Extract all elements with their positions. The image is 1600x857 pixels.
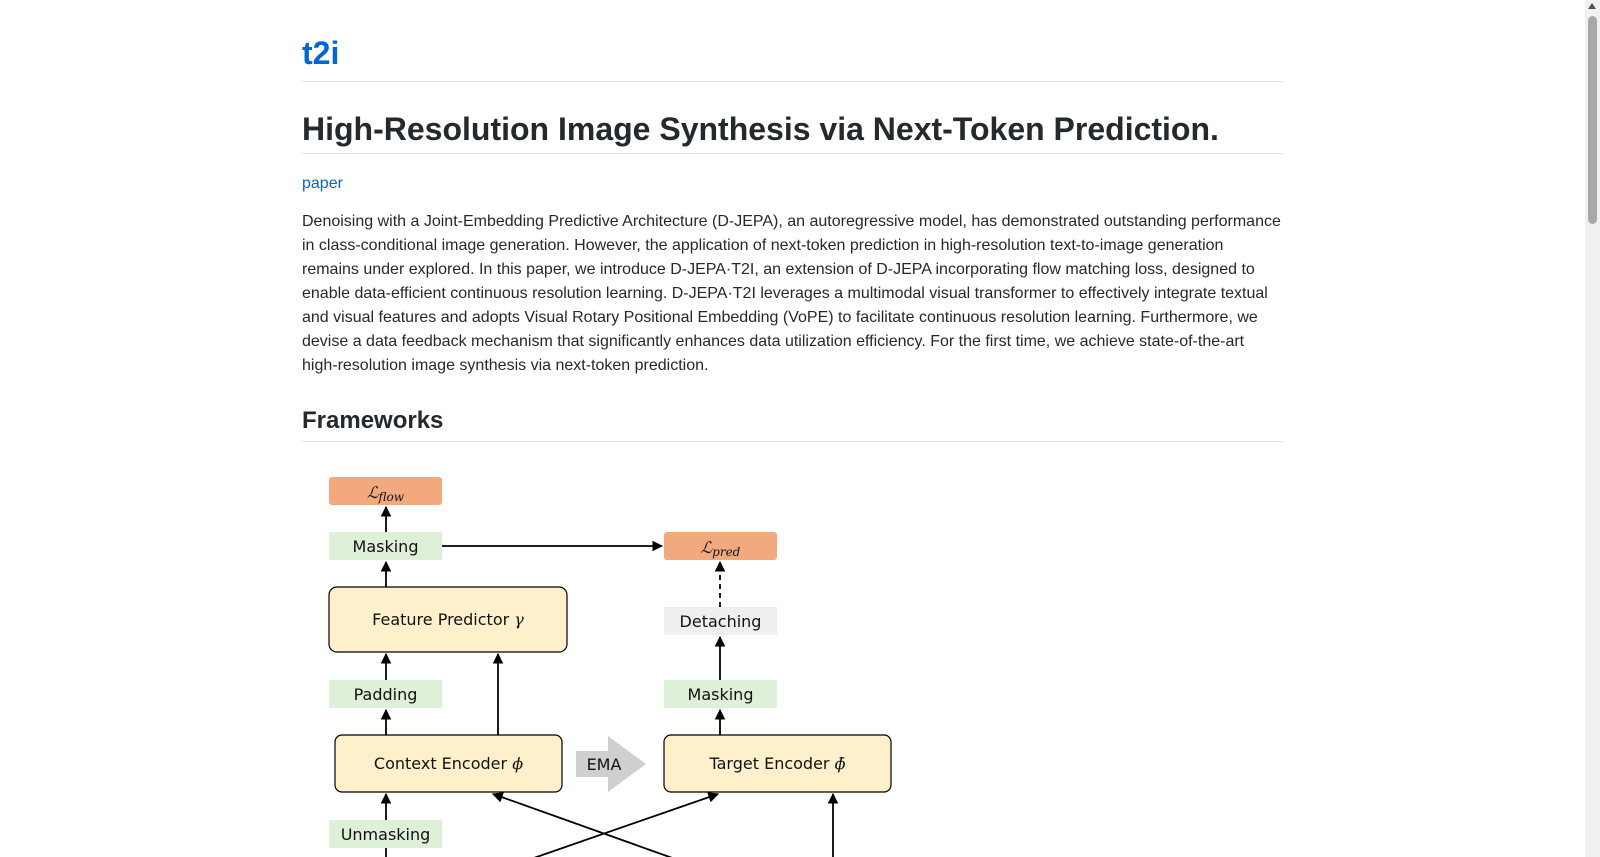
feature-predictor-box: Feature Predictor γ	[328, 586, 568, 653]
loss-pred-subscript: pred	[712, 545, 741, 559]
framework-diagram: ℒflow Masking ℒpred Feature Predictor γ …	[328, 470, 918, 857]
vertical-scrollbar[interactable]	[1585, 0, 1600, 857]
padding-label: Padding	[354, 685, 418, 704]
context-encoder-label: Context Encoder	[374, 754, 508, 773]
page-title: High-Resolution Image Synthesis via Next…	[302, 82, 1283, 154]
scroll-up-arrow-icon[interactable]	[1588, 3, 1596, 9]
context-encoder-box: Context Encoder ϕ	[334, 734, 563, 793]
masking-right-label: Masking	[688, 685, 754, 704]
detaching-box: Detaching	[664, 607, 777, 635]
svg-text:ℒflow: ℒflow	[367, 483, 405, 504]
framework-diagram-svg: ℒflow Masking ℒpred Feature Predictor γ …	[328, 477, 892, 857]
unmasking-label: Unmasking	[341, 825, 431, 844]
site-title-link[interactable]: t2i	[302, 0, 1283, 82]
ema-label: EMA	[587, 755, 622, 774]
masking-right-box: Masking	[664, 680, 777, 708]
loss-pred-box: ℒpred	[664, 532, 777, 560]
paper-link[interactable]: paper	[302, 175, 343, 192]
arrow-cross-to-target	[533, 792, 720, 857]
padding-box: Padding	[329, 680, 442, 708]
masking-left-box: Masking	[329, 532, 442, 560]
feature-predictor-label: Feature Predictor	[372, 610, 509, 629]
detaching-label: Detaching	[680, 612, 762, 631]
abstract-paragraph: Denoising with a Joint-Embedding Predict…	[302, 213, 1281, 374]
loss-flow-box: ℒflow	[329, 477, 442, 505]
loss-flow-subscript: flow	[378, 490, 405, 504]
target-encoder-box: Target Encoder ϕ̄	[663, 734, 892, 793]
loss-flow-symbol: ℒ	[367, 483, 379, 502]
masking-left-label: Masking	[353, 537, 419, 556]
svg-text:ℒpred: ℒpred	[701, 538, 741, 559]
svg-text:Feature Predictor γ: Feature Predictor γ	[372, 610, 524, 629]
svg-text:Target Encoder ϕ̄: Target Encoder ϕ̄	[709, 754, 846, 773]
scroll-thumb[interactable]	[1588, 16, 1597, 224]
ema-arrow: EMA	[576, 736, 646, 792]
diagram-arrows	[380, 505, 839, 857]
page-content: t2i High-Resolution Image Synthesis via …	[302, 0, 1283, 442]
unmasking-box: Unmasking	[329, 820, 442, 848]
context-encoder-symbol: ϕ	[512, 754, 523, 773]
target-encoder-label: Target Encoder	[709, 754, 830, 773]
arrow-cross-to-context	[491, 792, 673, 857]
loss-pred-symbol: ℒ	[701, 538, 713, 557]
svg-text:Context Encoder ϕ: Context Encoder ϕ	[374, 754, 523, 773]
target-encoder-symbol: ϕ̄	[835, 754, 846, 773]
section-heading-frameworks: Frameworks	[302, 402, 1283, 442]
feature-predictor-symbol: γ	[514, 610, 524, 629]
